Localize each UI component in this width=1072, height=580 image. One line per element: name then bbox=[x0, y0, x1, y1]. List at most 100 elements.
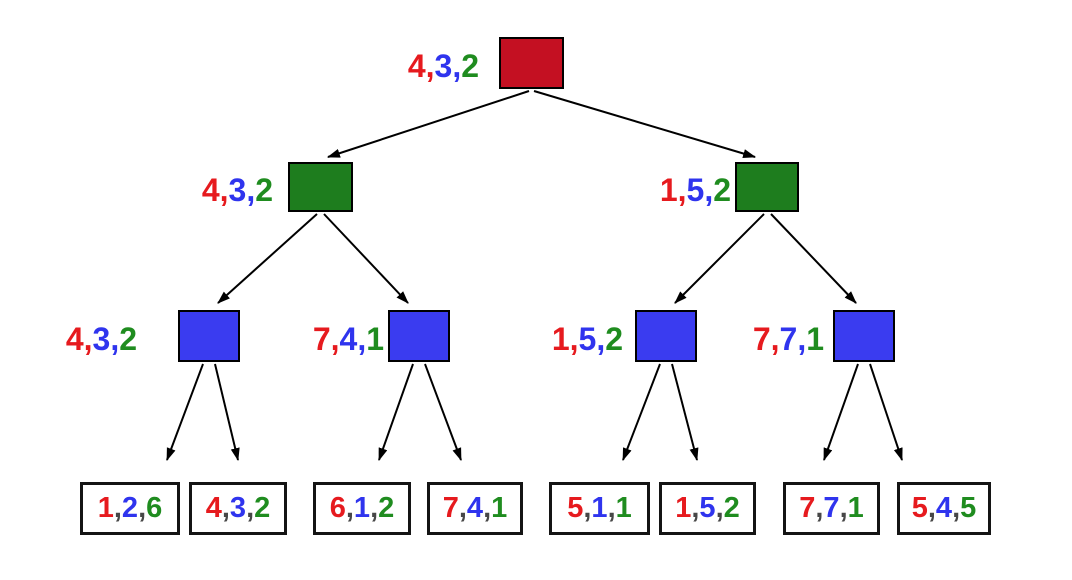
tree-edge-g1-b1 bbox=[217, 213, 318, 304]
leaf-values-label: 7,7,1 bbox=[799, 492, 864, 525]
leaf-node-box: 7,7,1 bbox=[783, 482, 880, 535]
comma-separator: , bbox=[345, 492, 354, 524]
value-digit: 2 bbox=[254, 492, 271, 524]
tree-node-box-root bbox=[499, 37, 564, 89]
node-values-label: 4,3,2 bbox=[408, 42, 479, 90]
tree-edge-g2-b3 bbox=[674, 213, 765, 304]
comma-separator: , bbox=[583, 492, 592, 524]
tree-node-box-b2 bbox=[388, 310, 450, 362]
tree-edge-root-g1 bbox=[326, 90, 530, 158]
value-digit: 4 bbox=[65, 321, 84, 357]
leaf-values-label: 1,5,2 bbox=[675, 492, 740, 525]
leaf-node-box: 5,1,1 bbox=[549, 482, 650, 535]
value-digit: 6 bbox=[146, 492, 163, 524]
comma-separator: , bbox=[952, 492, 961, 524]
value-digit: 1 bbox=[491, 492, 508, 524]
value-digit: 5 bbox=[567, 492, 584, 524]
node-values-label: 1,5,2 bbox=[660, 166, 731, 214]
leaf-values-label: 4,3,2 bbox=[206, 492, 271, 525]
value-digit: 5 bbox=[686, 172, 705, 208]
value-digit: 2 bbox=[723, 492, 740, 524]
leaf-values-label: 5,1,1 bbox=[567, 492, 632, 525]
value-digit: 1 bbox=[97, 492, 114, 524]
comma-separator: , bbox=[110, 321, 120, 357]
tree-edge-b2-l3 bbox=[378, 363, 414, 462]
leaf-node-box: 7,4,1 bbox=[427, 482, 523, 535]
value-digit: 4 bbox=[935, 492, 953, 524]
value-digit: 5 bbox=[699, 492, 716, 524]
comma-separator: , bbox=[221, 492, 230, 524]
tree-edge-b4-l7 bbox=[823, 363, 859, 462]
comma-separator: , bbox=[797, 321, 807, 357]
value-digit: 7 bbox=[752, 321, 771, 357]
tree-edge-b1-l2 bbox=[214, 363, 240, 462]
value-digit: 4 bbox=[339, 321, 358, 357]
tree-edge-b1-l1 bbox=[166, 363, 204, 462]
value-digit: 4 bbox=[205, 492, 222, 524]
value-digit: 3 bbox=[229, 492, 247, 524]
value-digit: 1 bbox=[659, 172, 678, 208]
value-digit: 7 bbox=[799, 492, 816, 524]
value-digit: 2 bbox=[605, 321, 623, 357]
value-digit: 5 bbox=[578, 321, 597, 357]
value-digit: 1 bbox=[551, 321, 570, 357]
comma-separator: , bbox=[770, 321, 780, 357]
value-digit: 2 bbox=[119, 321, 137, 357]
tree-edge-g1-b2 bbox=[323, 213, 409, 304]
comma-separator: , bbox=[927, 492, 936, 524]
comma-separator: , bbox=[839, 492, 848, 524]
tree-node-box-g2 bbox=[735, 162, 799, 212]
value-digit: 3 bbox=[92, 321, 111, 357]
value-digit: 2 bbox=[121, 492, 139, 524]
value-digit: 2 bbox=[255, 172, 273, 208]
value-digit: 1 bbox=[366, 321, 384, 357]
tree-node-box-b4 bbox=[833, 310, 895, 362]
value-digit: 7 bbox=[779, 321, 798, 357]
leaf-node-box: 5,4,5 bbox=[897, 482, 991, 535]
value-digit: 7 bbox=[442, 492, 459, 524]
leaf-values-label: 7,4,1 bbox=[443, 492, 508, 525]
comma-separator: , bbox=[138, 492, 147, 524]
value-digit: 4 bbox=[466, 492, 484, 524]
comma-separator: , bbox=[691, 492, 700, 524]
value-digit: 1 bbox=[353, 492, 371, 524]
tree-edge-root-g2 bbox=[533, 90, 757, 158]
value-digit: 4 bbox=[201, 172, 220, 208]
value-digit: 3 bbox=[434, 48, 453, 84]
leaf-values-label: 5,4,5 bbox=[912, 492, 977, 525]
value-digit: 5 bbox=[911, 492, 928, 524]
comma-separator: , bbox=[370, 492, 379, 524]
node-values-label: 7,4,1 bbox=[313, 315, 384, 363]
value-digit: 1 bbox=[806, 321, 824, 357]
value-digit: 4 bbox=[407, 48, 426, 84]
comma-separator: , bbox=[246, 172, 256, 208]
value-digit: 2 bbox=[713, 172, 731, 208]
comma-separator: , bbox=[815, 492, 824, 524]
value-digit: 5 bbox=[960, 492, 977, 524]
leaf-node-box: 4,3,2 bbox=[189, 482, 287, 535]
value-digit: 1 bbox=[615, 492, 632, 524]
tree-node-box-b1 bbox=[178, 310, 240, 362]
leaf-node-box: 6,1,2 bbox=[313, 482, 411, 535]
comma-separator: , bbox=[452, 48, 462, 84]
value-digit: 1 bbox=[675, 492, 692, 524]
leaf-node-box: 1,2,6 bbox=[80, 482, 180, 535]
value-digit: 7 bbox=[312, 321, 331, 357]
value-digit: 2 bbox=[461, 48, 479, 84]
comma-separator: , bbox=[483, 492, 492, 524]
comma-separator: , bbox=[569, 321, 579, 357]
value-digit: 1 bbox=[591, 492, 608, 524]
tree-edge-b3-l6 bbox=[671, 363, 699, 462]
tree-edge-b3-l5 bbox=[622, 363, 661, 462]
value-digit: 3 bbox=[228, 172, 247, 208]
comma-separator: , bbox=[83, 321, 93, 357]
comma-separator: , bbox=[330, 321, 340, 357]
comma-separator: , bbox=[715, 492, 724, 524]
leaf-values-label: 1,2,6 bbox=[98, 492, 163, 525]
value-digit: 1 bbox=[847, 492, 864, 524]
tree-node-box-g1 bbox=[288, 162, 353, 212]
value-digit: 7 bbox=[823, 492, 840, 524]
node-values-label: 7,7,1 bbox=[753, 315, 824, 363]
